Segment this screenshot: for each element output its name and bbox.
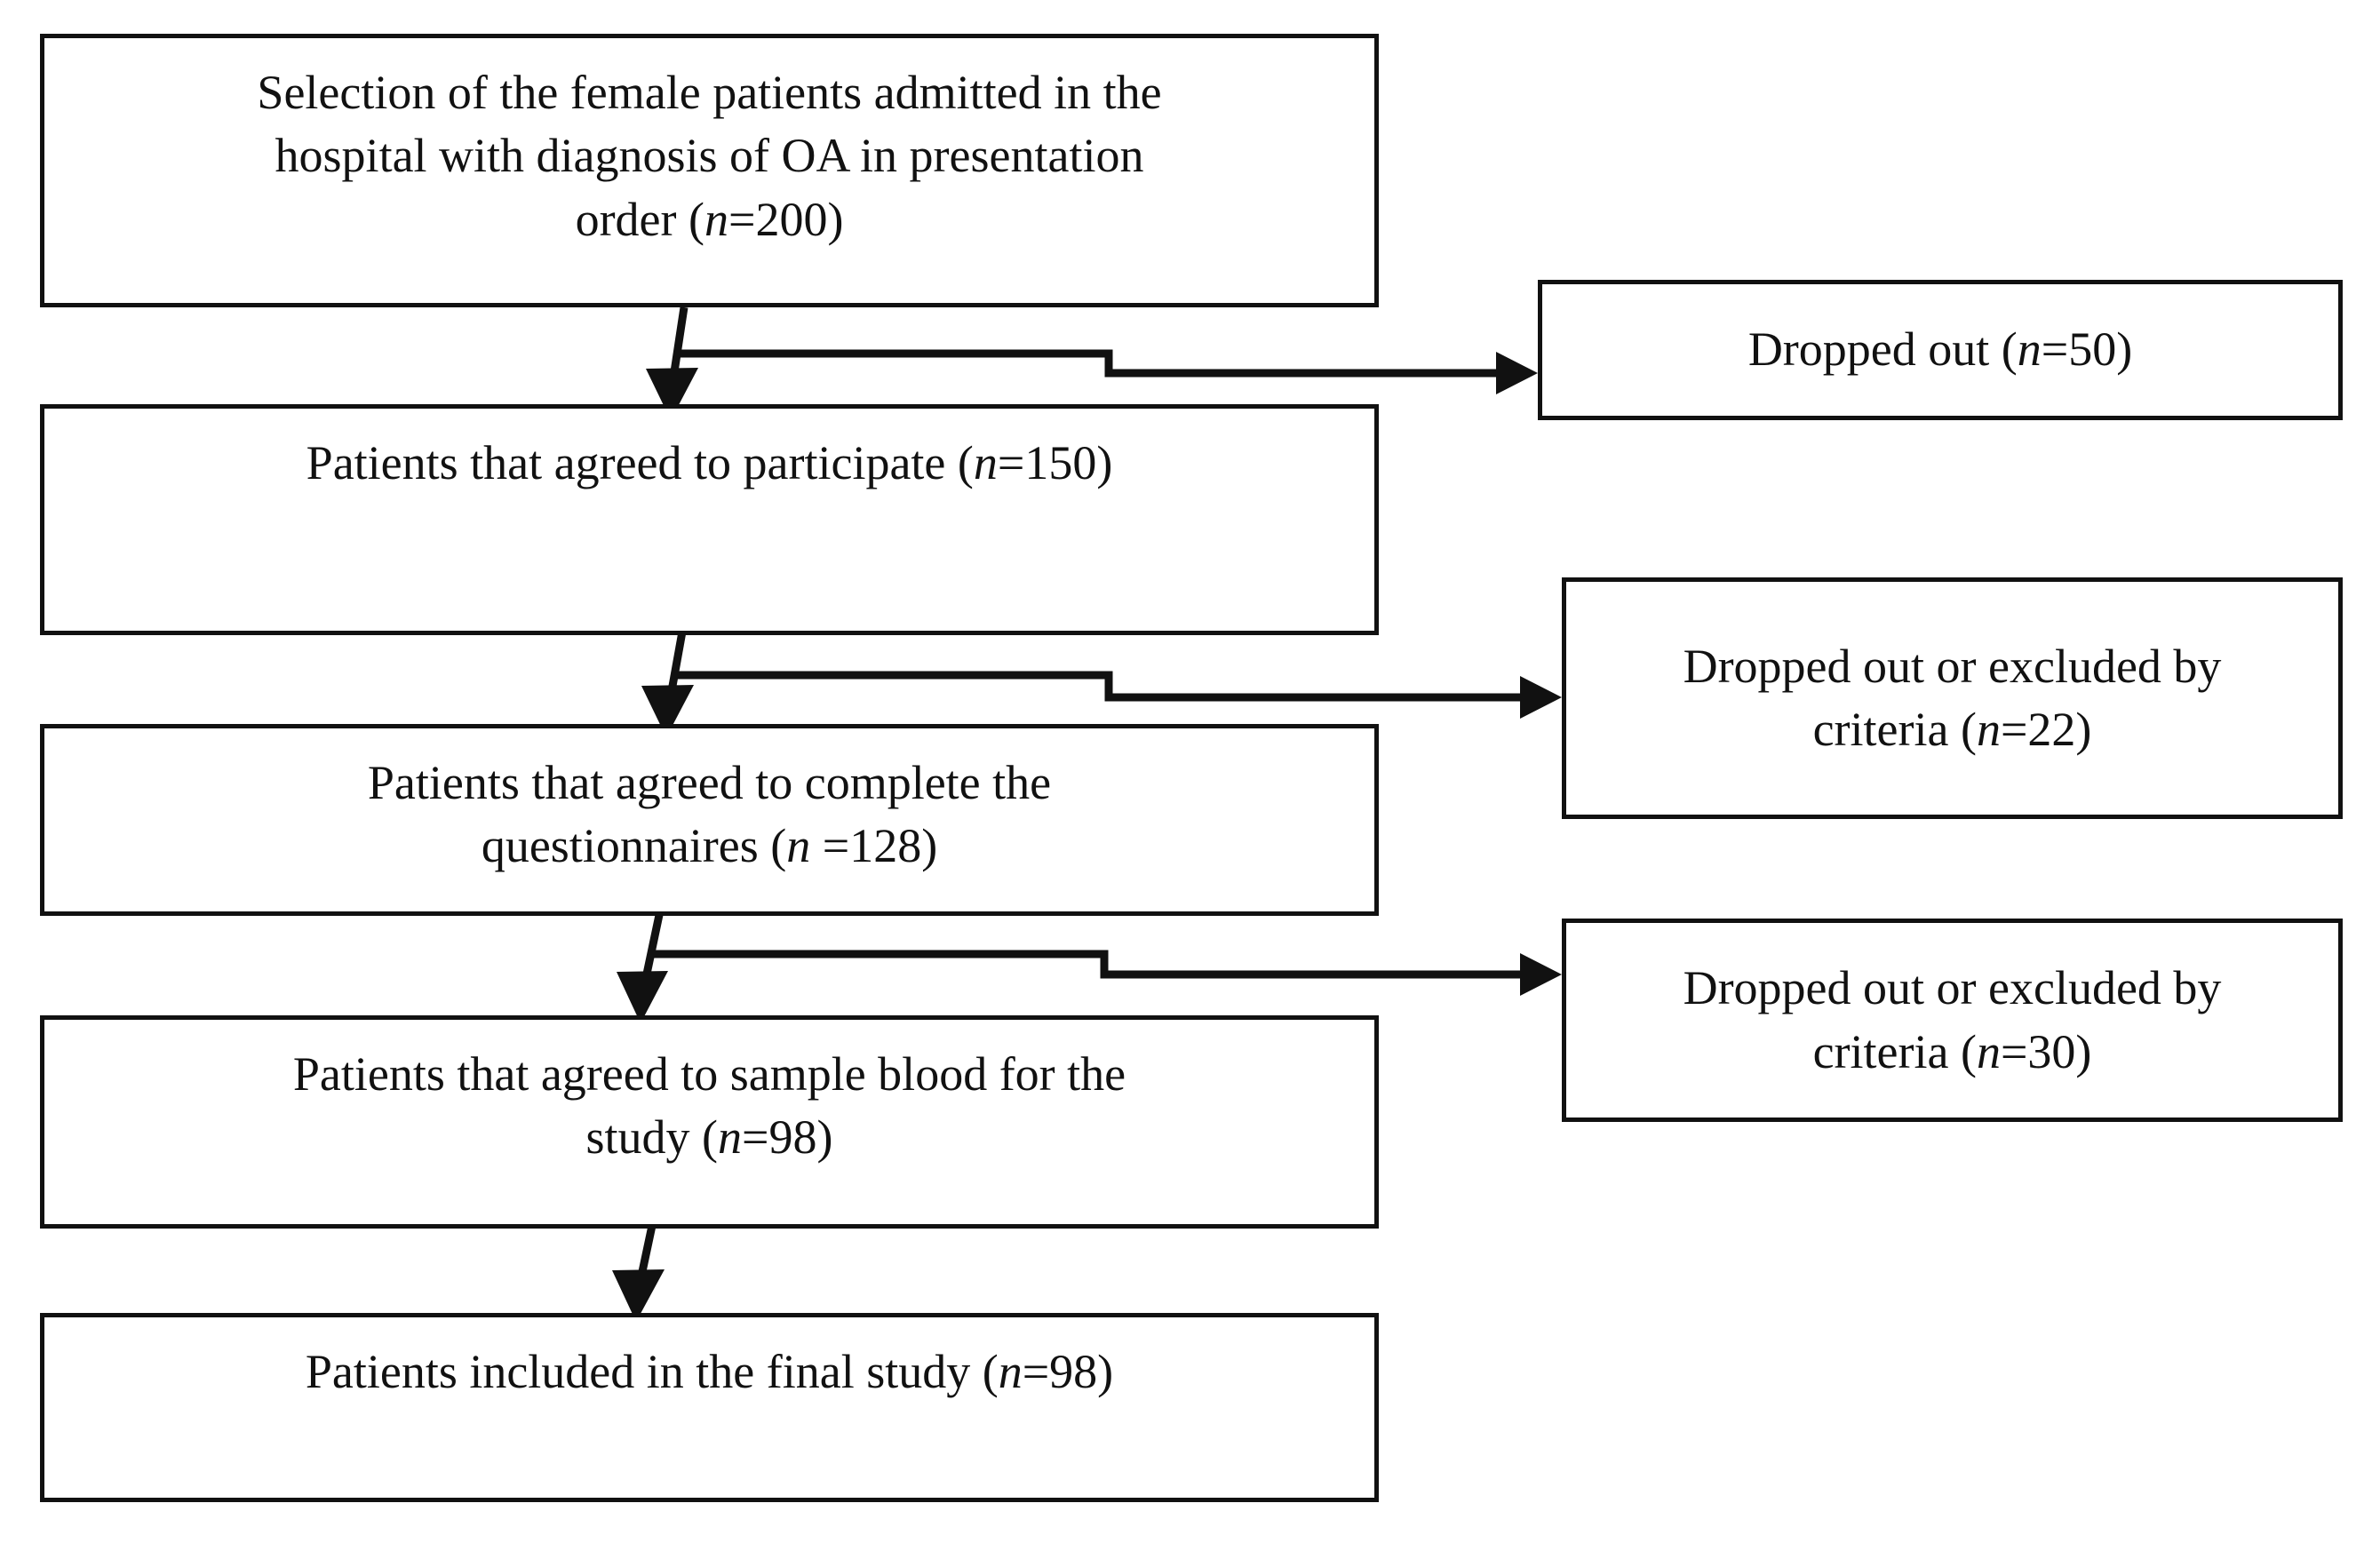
edge-questionnaires-to-dropped-3 [649, 950, 1562, 996]
node-agreed-blood: Patients that agreed to sample blood for… [40, 1015, 1379, 1229]
node-dropped-out-1-label: Dropped out (n=50) [1747, 322, 2133, 377]
node-agreed-participate-label: Patients that agreed to participate (n=1… [306, 436, 1113, 489]
edge-agreed-participate-to-dropped-2 [675, 671, 1562, 719]
node-selection: Selection of the female patients admitte… [40, 34, 1379, 307]
edge-questionnaires-to-blood [617, 914, 668, 1023]
node-selection-label: Selection of the female patients admitte… [257, 66, 1162, 246]
edge-selection-to-dropped-1 [678, 349, 1538, 394]
edge-agreed-participate-to-questionnaires [641, 621, 694, 737]
node-agreed-blood-label: Patients that agreed to sample blood for… [292, 1047, 1126, 1165]
node-agreed-participate: Patients that agreed to participate (n=1… [40, 404, 1379, 635]
edge-selection-to-agreed-participate [646, 306, 698, 420]
node-dropped-out-1: Dropped out (n=50) [1538, 280, 2343, 420]
node-final-study: Patients included in the final study (n=… [40, 1313, 1379, 1502]
edge-blood-to-final-study [612, 1221, 665, 1322]
node-final-study-label: Patients included in the final study (n=… [305, 1345, 1114, 1398]
